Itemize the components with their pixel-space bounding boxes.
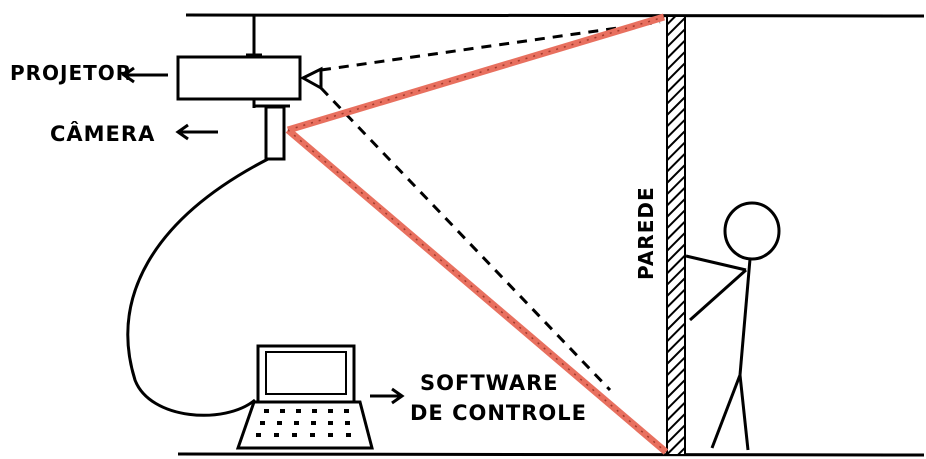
camera-icon: [254, 104, 290, 161]
software-label-line1: SOFTWARE: [420, 371, 559, 395]
wall-label: PAREDE: [634, 186, 658, 280]
stick-figure-icon: [685, 201, 781, 451]
projector-icon: [176, 55, 323, 108]
camera-cable: [126, 157, 269, 417]
projector-label-arrow: [121, 66, 168, 84]
camera-label: CÂMERA: [50, 121, 155, 146]
laptop-icon: [235, 344, 374, 450]
projector-beam-top: [320, 20, 661, 72]
floor-line: [177, 452, 925, 457]
wall: [666, 15, 686, 456]
projector-beam-bottom: [319, 86, 612, 392]
camera-label-arrow: [175, 123, 218, 141]
software-label-line2: DE CONTROLE: [410, 401, 587, 425]
projector-label: PROJETOR: [10, 61, 132, 85]
ceiling-line: [185, 13, 925, 18]
software-label-arrow: [370, 387, 405, 405]
